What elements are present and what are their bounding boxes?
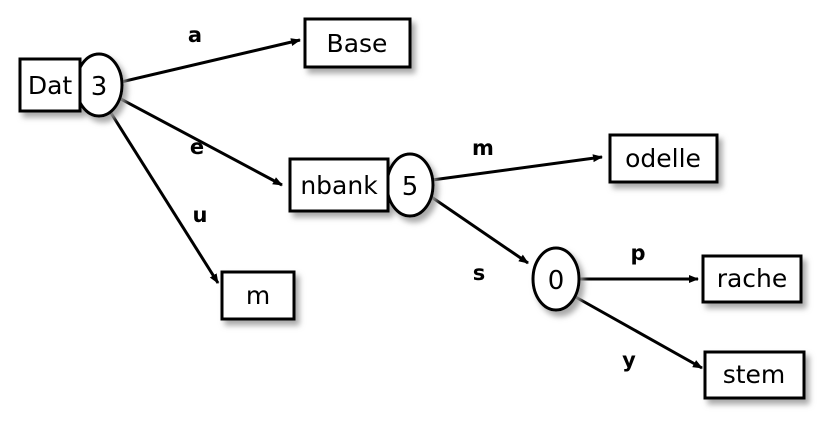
node-box-stem[interactable] [703, 350, 806, 400]
edge-label-p: p [630, 241, 645, 265]
edge-label-e: e [190, 135, 204, 159]
edge-nbank-zero: s [429, 194, 529, 285]
node-stem[interactable]: stem [703, 350, 806, 400]
edge-n3-base: a [120, 23, 301, 84]
node-label-rache: rache [717, 264, 788, 293]
edge-label-s: s [473, 261, 486, 285]
node-m[interactable]: m [220, 270, 296, 321]
edge-nbank-odelle: m [431, 136, 603, 182]
edge-label-m: m [472, 136, 494, 160]
node-box-odelle[interactable] [608, 133, 719, 184]
node-odelle[interactable]: odelle [608, 133, 719, 184]
edge-zero-stem: y [571, 293, 703, 372]
node-base[interactable]: Base [303, 17, 412, 69]
node-ellipse-0[interactable] [531, 246, 581, 312]
edge-n3-m: u [109, 112, 220, 284]
edge-label-y: y [622, 348, 636, 372]
node-box-nbank[interactable] [288, 157, 390, 213]
edge-label-a: a [188, 23, 202, 47]
node-number-5: 5 [402, 172, 419, 202]
node-label-stem: stem [723, 360, 786, 389]
node-number-0: 0 [548, 266, 565, 296]
node-zero[interactable]: 0 [531, 246, 581, 312]
node-label-nbank: nbank [300, 171, 378, 200]
node-dat-3[interactable]: Dat 3 [18, 52, 124, 118]
node-label-base: Base [327, 29, 388, 58]
node-box-rache[interactable] [701, 254, 803, 304]
node-nbank-5[interactable]: nbank 5 [288, 152, 435, 218]
node-box-base[interactable] [303, 17, 412, 69]
node-label-odelle: odelle [625, 144, 701, 173]
edges-layer: a e u m s p y [109, 23, 703, 372]
node-rache[interactable]: rache [701, 254, 803, 304]
edge-zero-rache: p [578, 241, 699, 283]
node-number-3: 3 [91, 72, 108, 102]
node-label-m: m [246, 281, 270, 310]
node-box-dat[interactable] [18, 57, 82, 113]
node-label-dat: Dat [28, 71, 73, 100]
nodes-layer: Dat 3 Base nbank 5 m odelle 0 [18, 17, 806, 400]
edge-n3-nbank: e [118, 96, 283, 187]
edge-label-u: u [193, 203, 208, 227]
node-box-m[interactable] [220, 270, 296, 321]
